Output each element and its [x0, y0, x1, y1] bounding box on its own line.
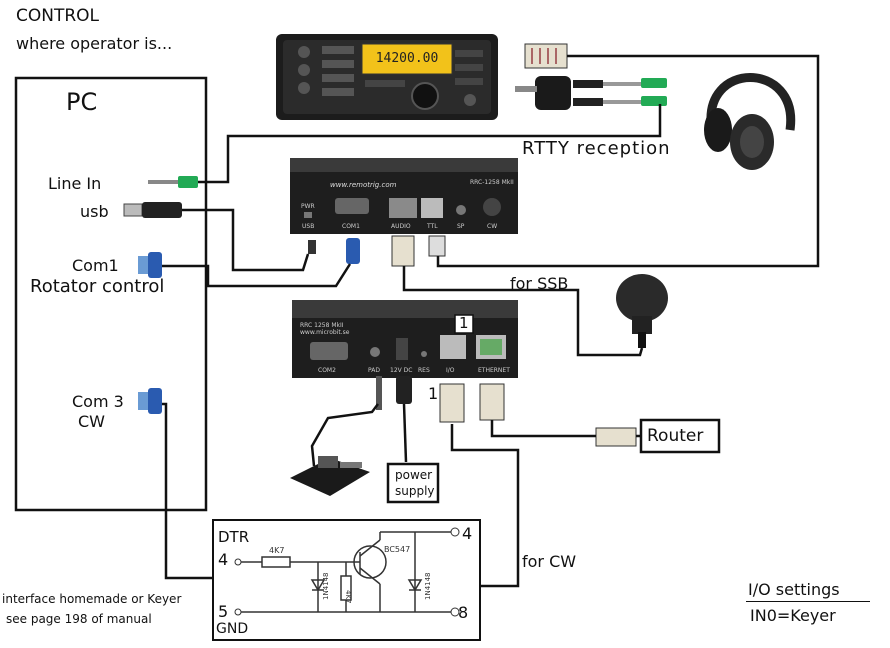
audio-splitter: [515, 76, 667, 110]
diode-2: [407, 579, 423, 592]
rj45-plug-top: [524, 43, 568, 69]
wires: [162, 54, 820, 588]
r2-label: 4K7: [344, 590, 352, 604]
header-line-2: where operator is...: [16, 34, 173, 53]
pc-line-in-label: Line In: [48, 174, 102, 193]
lower-box-brand-2: www.microbit.se: [300, 329, 350, 336]
pc-rotator-label: Rotator control: [30, 276, 165, 297]
ttl-port: [421, 198, 443, 218]
port-marker-box: [454, 314, 474, 334]
com1-port: [335, 198, 369, 214]
io-settings-value: IN0=Keyer: [750, 606, 836, 625]
lower-port-com2: COM2: [318, 367, 336, 374]
lower-box-brand-1: RRC 1258 MkII: [300, 322, 344, 329]
interface-circuit: 4K7 4K7 1N4148 1N4148 BC547: [212, 519, 481, 641]
transceiver-lcd: [361, 43, 453, 75]
router-box: [639, 418, 721, 454]
microphone: [616, 274, 668, 348]
pc-cw-label: CW: [78, 412, 105, 431]
transceiver: 14200.00: [276, 34, 498, 120]
lower-port-ethernet: ETHERNET: [478, 367, 510, 374]
power-supply-label-2: supply: [395, 484, 435, 498]
io-settings-title: I/O settings: [748, 580, 840, 599]
rtty-label: RTTY reception: [522, 138, 671, 159]
interface-pin-4-left: 4: [218, 550, 229, 569]
upper-port-com1: COM1: [342, 223, 360, 230]
pc-box-outline: [14, 76, 208, 512]
diode-1: [310, 579, 326, 592]
pc-usb-label: usb: [80, 202, 109, 221]
header-line-1: CONTROL: [16, 6, 100, 26]
port-marker-label: 1: [459, 314, 469, 332]
transistor-label: BC547: [384, 545, 410, 554]
footnote-line-2: see page 198 of manual: [6, 612, 152, 626]
interface-pin-8: 8: [458, 603, 469, 622]
upper-box-model: RRC-1258 MkII: [470, 179, 514, 186]
io-settings-divider: [746, 601, 870, 602]
for-cw-label: for CW: [522, 552, 577, 571]
power-supply-box: [386, 462, 440, 504]
resistor-2: [340, 575, 352, 601]
interface-gnd: GND: [216, 621, 249, 637]
interface-pin-4-right: 4: [462, 524, 473, 543]
pc-com3-label: Com 3: [72, 392, 124, 411]
router-label: Router: [647, 426, 704, 446]
d2-label: 1N4148: [424, 572, 432, 600]
upper-port-sp: SP: [457, 223, 465, 230]
for-ssb-label: for SSB: [510, 274, 569, 293]
lower-port-res: RES: [418, 367, 430, 374]
power-supply-label-1: power: [395, 468, 433, 482]
remote-box-lower: [292, 300, 518, 378]
d1-label: 1N4148: [322, 572, 330, 600]
upper-port-cw: CW: [487, 223, 497, 230]
transistor-symbol: [353, 545, 387, 579]
interface-pin-5: 5: [218, 602, 229, 621]
remote-box-upper: [290, 158, 518, 234]
audio-port: [389, 198, 417, 218]
cable-marker-label: 1: [428, 384, 439, 403]
pc-connectors: [123, 176, 198, 414]
headphones: [704, 73, 796, 170]
tuning-knob: [411, 82, 439, 110]
upper-port-audio: AUDIO: [391, 223, 411, 230]
upper-box-pwr: PWR: [301, 203, 315, 210]
r1-label: 4K7: [269, 546, 284, 555]
resistor-1: [261, 556, 291, 568]
transceiver-frequency: 14200.00: [376, 51, 439, 66]
io-port: [440, 335, 466, 359]
lower-port-12v: 12V DC: [390, 367, 412, 374]
lower-port-io: I/O: [446, 367, 455, 374]
pc-com1-label: Com1: [72, 256, 119, 275]
morse-key: [290, 456, 370, 496]
upper-port-ttl: TTL: [426, 223, 438, 230]
lower-port-pad: PAD: [368, 367, 380, 374]
interface-dtr: DTR: [218, 528, 250, 546]
footnote-line-1: interface homemade or Keyer: [2, 592, 182, 606]
upper-port-usb: USB: [302, 223, 314, 230]
upper-box-brand: www.remotrig.com: [330, 181, 397, 189]
pc-title: PC: [66, 88, 98, 116]
